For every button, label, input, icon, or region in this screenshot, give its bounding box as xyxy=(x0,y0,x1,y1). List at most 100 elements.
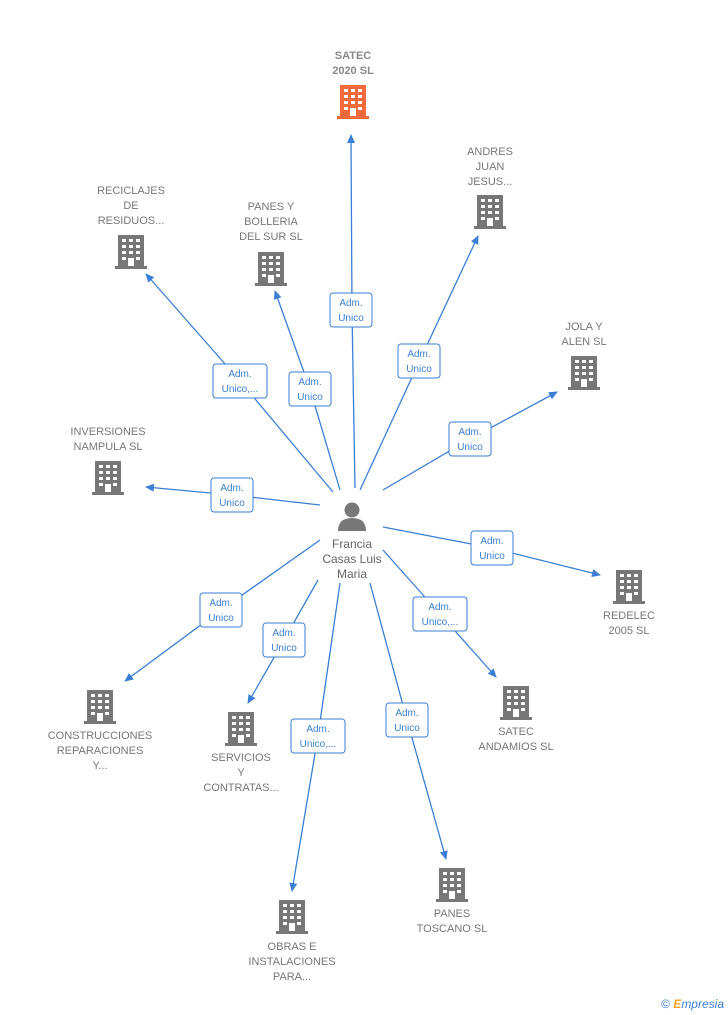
company-node-jola-y-alen[interactable]: JOLA Y ALEN SL xyxy=(561,321,607,390)
building-icon xyxy=(255,252,287,286)
company-node-satec-2020[interactable]: SATEC 2020 SL xyxy=(332,50,374,119)
company-node-obras-e-instalaciones[interactable]: OBRAS EINSTALACIONESPARA... xyxy=(248,900,336,983)
company-label-line-2: ANDAMIOS SL xyxy=(478,741,553,753)
company-label-line-3: RESIDUOS... xyxy=(98,215,165,227)
edge-label-box[interactable] xyxy=(288,371,332,407)
center-label-line-2: Casas Luis xyxy=(322,552,381,566)
brand-initial: E xyxy=(673,997,682,1011)
footer-brand: © Empresia xyxy=(661,997,724,1011)
edge-label-box[interactable] xyxy=(262,622,306,658)
building-icon xyxy=(500,686,532,720)
center-label-line-3: Maria xyxy=(337,567,367,581)
company-label-line-3: Y... xyxy=(92,760,107,772)
edge-redelec-2005: Adm.Unico xyxy=(382,526,601,577)
edge-panes-toscano: Adm. Unico xyxy=(369,582,448,860)
edge-label-line-2: Unico xyxy=(338,313,364,324)
edge-label-box[interactable] xyxy=(329,292,373,328)
company-label-line-3: CONTRATAS... xyxy=(203,782,278,794)
edge-label-line-2: Unico xyxy=(479,551,505,562)
company-label-line-3: DEL SUR SL xyxy=(239,231,303,243)
building-icon xyxy=(337,85,369,119)
company-label-line-2: REPARACIONES xyxy=(57,745,144,757)
edge-label-line-1: Adm. xyxy=(272,628,295,639)
company-label-line-1: JOLA Y xyxy=(565,321,603,333)
edge-label-line-2: Unico xyxy=(406,364,432,375)
company-node-servicios-y-contratas[interactable]: SERVICIOS Y CONTRATAS... xyxy=(203,712,279,794)
edge-label-box[interactable] xyxy=(210,477,254,513)
edge-reciclajes-de-residuos: Adm.Unico,... xyxy=(145,273,334,493)
company-node-panes-toscano[interactable]: PANES TOSCANO SL xyxy=(417,868,488,935)
edge-label-box[interactable] xyxy=(385,702,429,738)
building-icon xyxy=(115,235,147,269)
building-icon xyxy=(568,356,600,390)
copyright-icon: © xyxy=(661,997,670,1011)
building-icon xyxy=(276,900,308,934)
company-label-line-2: Y xyxy=(237,767,245,779)
edge-label-line-1: Adm. xyxy=(298,377,321,388)
edge-label-box[interactable] xyxy=(397,343,441,379)
company-label-line-3: PARA... xyxy=(273,971,311,983)
building-icon xyxy=(474,195,506,229)
company-label-line-1: REDELEC xyxy=(603,610,655,622)
edge-label-box[interactable] xyxy=(412,596,468,632)
edge-panes-y-bolleria: Adm. Unico xyxy=(273,290,341,491)
edge-construcciones-reparaciones: Adm. Unico xyxy=(124,539,321,682)
edge-obras-e-instalaciones: Adm. Unico,... xyxy=(289,582,346,892)
edge-label-box[interactable] xyxy=(212,363,268,399)
edge-label-box[interactable] xyxy=(470,530,514,566)
person-icon xyxy=(338,502,366,531)
building-icon xyxy=(613,570,645,604)
center-node[interactable]: Francia Casas Luis Maria xyxy=(322,502,382,582)
company-node-redelec-2005[interactable]: REDELEC 2005 SL xyxy=(603,570,655,637)
edge-satec-2020: Adm. Unico xyxy=(329,134,373,489)
building-icon xyxy=(92,461,124,495)
company-label-line-2: DE xyxy=(123,200,138,212)
company-label-line-1: OBRAS E xyxy=(268,941,317,953)
edge-label-line-1: Adm. xyxy=(220,483,243,494)
company-label-line-2: 2020 SL xyxy=(332,65,374,77)
company-node-construcciones-reparaciones[interactable]: CONSTRUCCIONES REPARACIONES Y... xyxy=(48,690,153,772)
company-label-line-1: RECICLAJES xyxy=(97,185,165,197)
company-label-line-2: ALEN SL xyxy=(561,336,606,348)
company-label-line-1: PANES xyxy=(434,908,470,920)
edge-label-line-2: Unico xyxy=(297,392,323,403)
company-label-line-1: SATEC xyxy=(498,726,534,738)
building-icon xyxy=(436,868,468,902)
company-label-line-1: SATEC xyxy=(335,50,372,62)
company-node-reciclajes-de-residuos[interactable]: RECICLAJES DE RESIDUOS... xyxy=(97,185,165,269)
company-label-line-2: TOSCANO SL xyxy=(417,923,488,935)
company-node-satec-andamios[interactable]: SATEC ANDAMIOS SL xyxy=(478,686,554,753)
company-label-line-1: SERVICIOS xyxy=(211,752,271,764)
company-label-line-2: 2005 SL xyxy=(609,625,650,637)
edge-label-line-1: Adm. xyxy=(395,708,418,719)
edge-label-line-2: Unico,... xyxy=(300,739,337,750)
company-label-line-1: CONSTRUCCIONES xyxy=(48,730,153,742)
edge-label-line-1: Adm. xyxy=(428,602,451,613)
edge-label-line-1: Adm. xyxy=(407,349,430,360)
company-node-andres-juan-jesus[interactable]: ANDRESJUANJESUS... xyxy=(467,146,513,229)
company-label-line-1: ANDRES xyxy=(467,146,513,158)
edge-label-box[interactable] xyxy=(290,718,346,754)
edge-label-line-1: Adm. xyxy=(228,369,251,380)
edge-label-line-1: Adm. xyxy=(339,298,362,309)
edge-inversiones-nampula: Adm.Unico xyxy=(145,477,321,513)
edge-label-line-2: Unico xyxy=(271,643,297,654)
edge-label-box[interactable] xyxy=(199,592,243,628)
company-label-line-2: BOLLERIA xyxy=(244,216,298,228)
edge-label-line-1: Adm. xyxy=(306,724,329,735)
edge-label-line-2: Unico xyxy=(208,613,234,624)
edge-label-line-2: Unico xyxy=(457,442,483,453)
center-label-line-1: Francia xyxy=(332,537,372,551)
edge-label-box[interactable] xyxy=(448,421,492,457)
brand-name: mpresia xyxy=(681,997,724,1011)
company-label-line-3: JESUS... xyxy=(468,176,513,188)
edge-jola-y-alen: Adm. Unico xyxy=(382,391,558,491)
edge-label-line-1: Adm. xyxy=(209,598,232,609)
edge-label-line-1: Adm. xyxy=(458,427,481,438)
edge-label-line-2: Unico,... xyxy=(422,617,459,628)
edge-label-line-2: Unico xyxy=(394,723,420,734)
